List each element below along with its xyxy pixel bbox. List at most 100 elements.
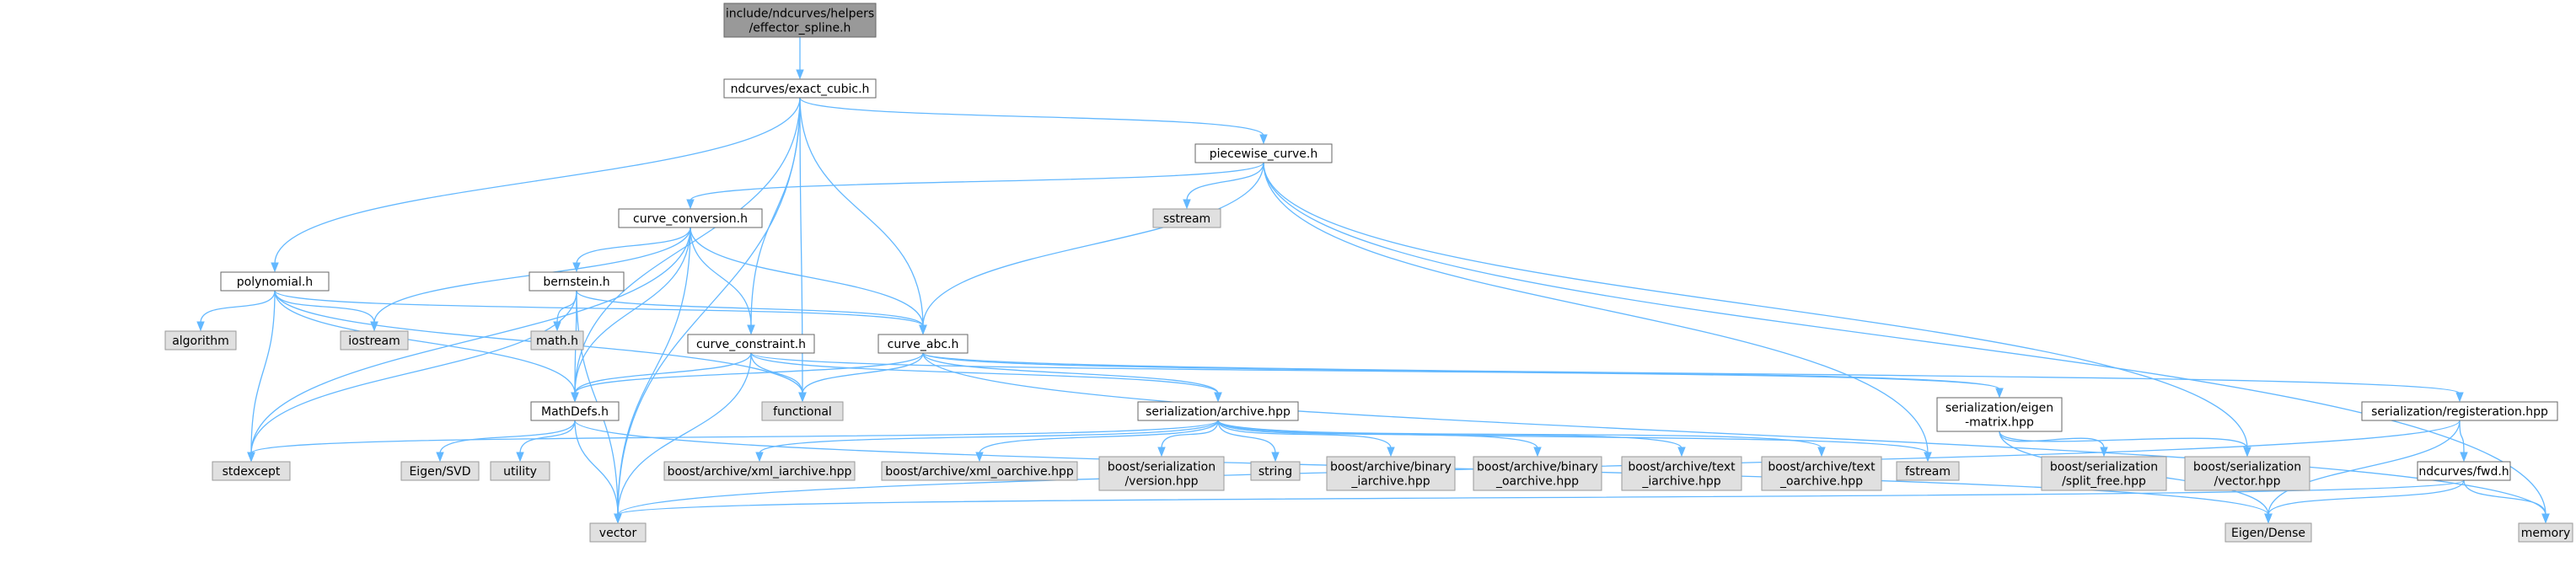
- node-label: vector: [599, 527, 637, 540]
- node-vector: vector: [589, 522, 647, 543]
- edge-line: [799, 97, 924, 327]
- edge-line: [274, 97, 801, 265]
- node-bernstein[interactable]: bernstein.h: [529, 271, 625, 292]
- node-label: piecewise_curve.h: [1210, 147, 1318, 161]
- edge-serialization_archive-to-fstream: [1217, 420, 1932, 463]
- node-curve_constraint[interactable]: curve_constraint.h: [687, 334, 815, 354]
- node-box: [1896, 461, 1960, 481]
- edge-polynomial-to-iostream: [274, 290, 378, 332]
- edge-curve_abc-to-mathdefs: [571, 352, 924, 403]
- edge-line: [574, 352, 924, 394]
- edge-curve_constraint-to-serialization_archive: [750, 352, 1222, 403]
- node-text_iarchive: boost/archive/text_iarchive.hpp: [1621, 456, 1742, 491]
- edge-line: [617, 352, 752, 516]
- node-mathdefs[interactable]: MathDefs.h: [530, 401, 620, 421]
- node-root[interactable]: include/ndcurves/helpers/effector_spline…: [723, 3, 877, 38]
- node-label: serialization/eigen: [1945, 402, 2053, 415]
- edge-line: [200, 290, 276, 324]
- edge-curve_conversion-to-bernstein: [572, 227, 691, 273]
- node-box: [1761, 456, 1882, 491]
- node-label: _iarchive.hpp: [1350, 475, 1430, 489]
- edge-arrowhead: [1924, 452, 1932, 463]
- edge-arrowhead: [798, 392, 807, 403]
- edge-arrowhead: [1817, 447, 1826, 458]
- node-serialization_eigen[interactable]: serialization/eigen-matrix.hpp: [1936, 397, 2063, 432]
- edge-line: [574, 227, 691, 394]
- node-stdexcept: stdexcept: [212, 461, 291, 481]
- node-piecewise_curve[interactable]: piecewise_curve.h: [1194, 143, 1333, 163]
- edge-arrowhead: [1183, 199, 1191, 210]
- edge-line: [574, 420, 619, 516]
- edge-line: [250, 420, 1219, 454]
- edge-line: [750, 352, 1219, 394]
- node-label: /version.hpp: [1124, 475, 1198, 489]
- node-box: [723, 78, 877, 99]
- edge-serialization_archive-to-binary_iarchive: [1217, 420, 1395, 458]
- edge-curve_abc-to-functional: [798, 352, 924, 403]
- node-ndcurves_fwd[interactable]: ndcurves/fwd.h: [2417, 461, 2511, 481]
- edge-line: [799, 97, 1264, 136]
- node-label: boost/archive/xml_iarchive.hpp: [668, 465, 852, 479]
- edge-line: [576, 227, 691, 265]
- edge-line: [1217, 420, 1392, 449]
- edge-exact_cubic-to-curve_abc: [799, 97, 927, 335]
- node-serialization_registeration[interactable]: serialization/registeration.hpp: [2361, 401, 2558, 421]
- edge-serialization_eigen-to-serialization_vector: [1999, 431, 2251, 458]
- edge-curve_conversion-to-curve_constraint: [690, 227, 755, 335]
- node-text_oarchive: boost/archive/text_oarchive.hpp: [1761, 456, 1882, 491]
- node-label: sstream: [1163, 212, 1210, 226]
- edge-polynomial-to-algorithm: [196, 290, 276, 332]
- edge-curve_constraint-to-mathdefs: [571, 352, 752, 403]
- edge-polynomial-to-stdexcept: [247, 290, 276, 463]
- edge-line: [617, 97, 801, 516]
- node-label: ndcurves/fwd.h: [2418, 465, 2509, 479]
- edge-serialization_registeration-to-ndcurves_fwd: [2459, 420, 2468, 463]
- edge-serialization_eigen-to-split_free: [1999, 431, 2108, 458]
- edge-curve_conversion-to-mathdefs: [571, 227, 691, 403]
- node-curve_conversion[interactable]: curve_conversion.h: [618, 208, 763, 228]
- edge-serialization_archive-to-binary_oarchive: [1217, 420, 1542, 458]
- edge-line: [1263, 162, 2248, 449]
- node-box: [340, 330, 409, 351]
- edge-arrowhead: [755, 452, 764, 463]
- node-box: [618, 208, 763, 228]
- node-fstream: fstream: [1896, 461, 1960, 481]
- node-label: boost/serialization: [1108, 461, 1216, 474]
- node-box: [687, 334, 815, 354]
- edge-exact_cubic-to-functional: [798, 97, 807, 403]
- edge-arrowhead: [2243, 447, 2251, 458]
- edge-arrowhead: [975, 452, 984, 463]
- edge-line: [556, 290, 577, 324]
- node-polynomial[interactable]: polynomial.h: [220, 271, 330, 292]
- node-box: [663, 461, 856, 481]
- edge-serialization_archive-to-serialization_version: [1157, 420, 1219, 458]
- edge-line: [617, 479, 2465, 516]
- edge-line: [750, 352, 2000, 390]
- node-box: [530, 401, 620, 421]
- node-serialization_archive[interactable]: serialization/archive.hpp: [1137, 401, 1299, 421]
- edge-line: [802, 352, 924, 394]
- edge-arrowhead: [796, 69, 804, 80]
- node-label: curve_abc.h: [888, 338, 959, 351]
- node-iostream: iostream: [340, 330, 409, 351]
- edge-line: [617, 227, 691, 516]
- edge-ndcurves_fwd-to-vector: [614, 479, 2465, 524]
- edge-piecewise_curve-to-fstream: [1263, 162, 1932, 463]
- edge-curve_abc-to-serialization_archive: [922, 352, 1222, 403]
- node-label: boost/archive/binary: [1330, 461, 1452, 474]
- node-exact_cubic[interactable]: ndcurves/exact_cubic.h: [723, 78, 877, 99]
- node-box: [2224, 522, 2312, 543]
- node-box: [490, 461, 550, 481]
- edge-serialization_archive-to-xml_iarchive: [755, 420, 1219, 463]
- edge-serialization_archive-to-string: [1217, 420, 1280, 463]
- node-box: [2518, 522, 2573, 543]
- edge-line: [1999, 431, 2105, 449]
- edge-arrowhead: [247, 452, 255, 463]
- node-curve_abc[interactable]: curve_abc.h: [877, 334, 969, 354]
- edge-piecewise_curve-to-sstream: [1183, 162, 1264, 210]
- node-box: [1250, 461, 1301, 481]
- node-label: boost/archive/text: [1768, 461, 1876, 474]
- edge-arrowhead: [2460, 452, 2468, 463]
- node-box: [2417, 461, 2511, 481]
